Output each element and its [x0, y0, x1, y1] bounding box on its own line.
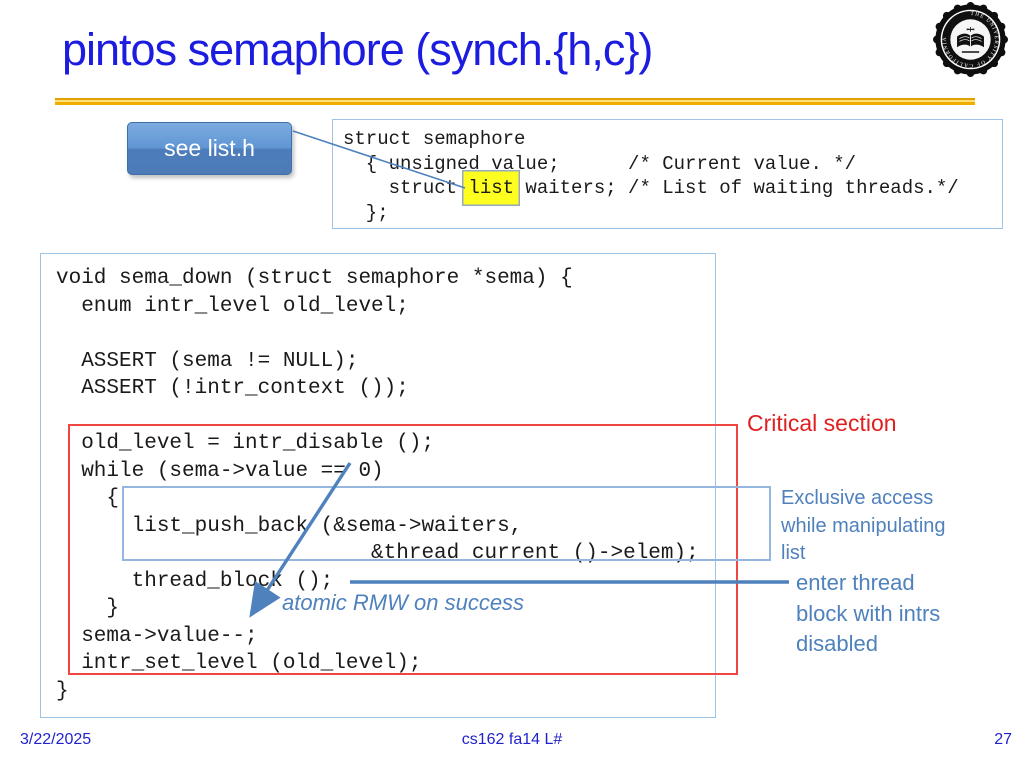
footer-date: 3/22/2025	[20, 731, 92, 748]
struct-semaphore-code: struct semaphore { unsigned value; /* Cu…	[333, 120, 1002, 225]
critical-section-outline	[68, 424, 738, 675]
code-after-highlight: waiters; /* List of waiting threads.*/ }…	[365, 177, 959, 224]
list-highlight: list	[462, 170, 521, 206]
struct-semaphore-code-box: struct semaphore { unsigned value; /* Cu…	[332, 119, 1003, 229]
page-title: pintos semaphore (synch.{h,c})	[62, 24, 653, 75]
university-seal-icon: THE UNIVERSITY OF CALIFORNIA	[933, 2, 1008, 77]
footer-course: cs162 fa14 L#	[461, 731, 563, 748]
atomic-rmw-label: atomic RMW on success	[282, 590, 525, 615]
exclusive-access-label: Exclusive access while manipulating list	[781, 487, 946, 564]
enter-thread-label: enter thread block with intrs disabled	[796, 570, 941, 656]
see-list-callout: see list.h	[127, 122, 292, 175]
see-list-label: see list.h	[164, 135, 255, 161]
critical-section-label: Critical section	[747, 410, 897, 436]
footer-page-number: 27	[994, 731, 1012, 748]
list-manipulation-outline	[122, 486, 771, 561]
title-divider	[55, 98, 975, 105]
